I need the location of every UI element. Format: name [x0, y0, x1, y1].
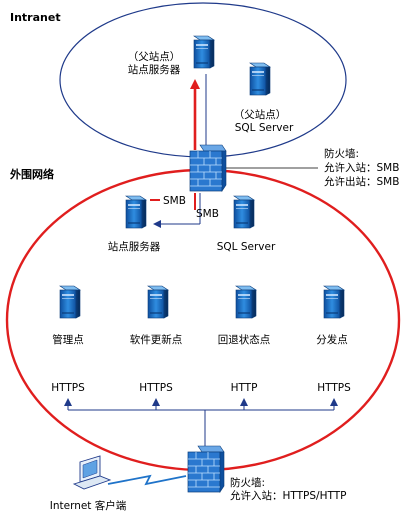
smb-label-1: SMB	[163, 195, 186, 207]
internet-client-label: Internet 客户端	[50, 499, 127, 512]
software-update-point-label: 软件更新点	[130, 333, 183, 346]
firewall-bottom-icon	[187, 445, 225, 493]
fallback-status-point-icon	[235, 285, 257, 319]
role-management-point: 管理点 HTTPS	[51, 285, 85, 410]
distribution-point-icon	[323, 285, 345, 319]
sql-server-icon	[233, 195, 255, 229]
firewall-top-icon	[189, 144, 227, 192]
parent-site-server-label-1: （父站点）	[128, 50, 181, 63]
firewall-top-rule-3: 允许出站：SMB	[324, 175, 399, 188]
laptop-icon	[72, 455, 112, 490]
distribution-point-label: 分发点	[316, 333, 348, 346]
fallback-status-point-protocol: HTTP	[231, 382, 258, 394]
firewall-bottom-rule-1: 防火墙:	[230, 476, 265, 489]
software-update-point-icon	[147, 285, 169, 319]
parent-sql-server-label-2: SQL Server	[235, 122, 294, 134]
perimeter-label: 外围网络	[9, 167, 54, 181]
role-fallback-status-point: 回退状态点 HTTP	[218, 285, 271, 410]
fallback-status-point-label: 回退状态点	[218, 333, 271, 346]
role-distribution-point: 分发点 HTTPS	[316, 285, 351, 410]
site-server-icon	[125, 195, 147, 229]
management-point-label: 管理点	[52, 333, 84, 346]
distribution-point-protocol: HTTPS	[317, 382, 351, 394]
firewall-bottom-rule-2: 允许入站：HTTPS/HTTP	[230, 489, 346, 502]
management-point-icon	[59, 285, 81, 319]
software-update-point-protocol: HTTPS	[139, 382, 173, 394]
sql-server-label: SQL Server	[217, 241, 276, 253]
parent-sql-server-icon	[249, 62, 271, 96]
parent-site-server-label-2: 站点服务器	[128, 63, 181, 76]
intranet-zone	[59, 2, 347, 158]
intranet-label: Intranet	[10, 11, 61, 24]
firewall-top-rule-1: 防火墙:	[324, 147, 359, 160]
internet-connection-bolt	[107, 474, 187, 486]
smb-label-2: SMB	[196, 208, 219, 220]
management-point-protocol: HTTPS	[51, 382, 85, 394]
parent-sql-server-label-1: （父站点）	[234, 108, 287, 121]
parent-site-server-icon	[193, 35, 215, 69]
site-server-label: 站点服务器	[108, 240, 161, 253]
firewall-top-rule-2: 允许入站：SMB	[324, 161, 399, 174]
role-software-update-point: 软件更新点 HTTPS	[130, 285, 183, 410]
